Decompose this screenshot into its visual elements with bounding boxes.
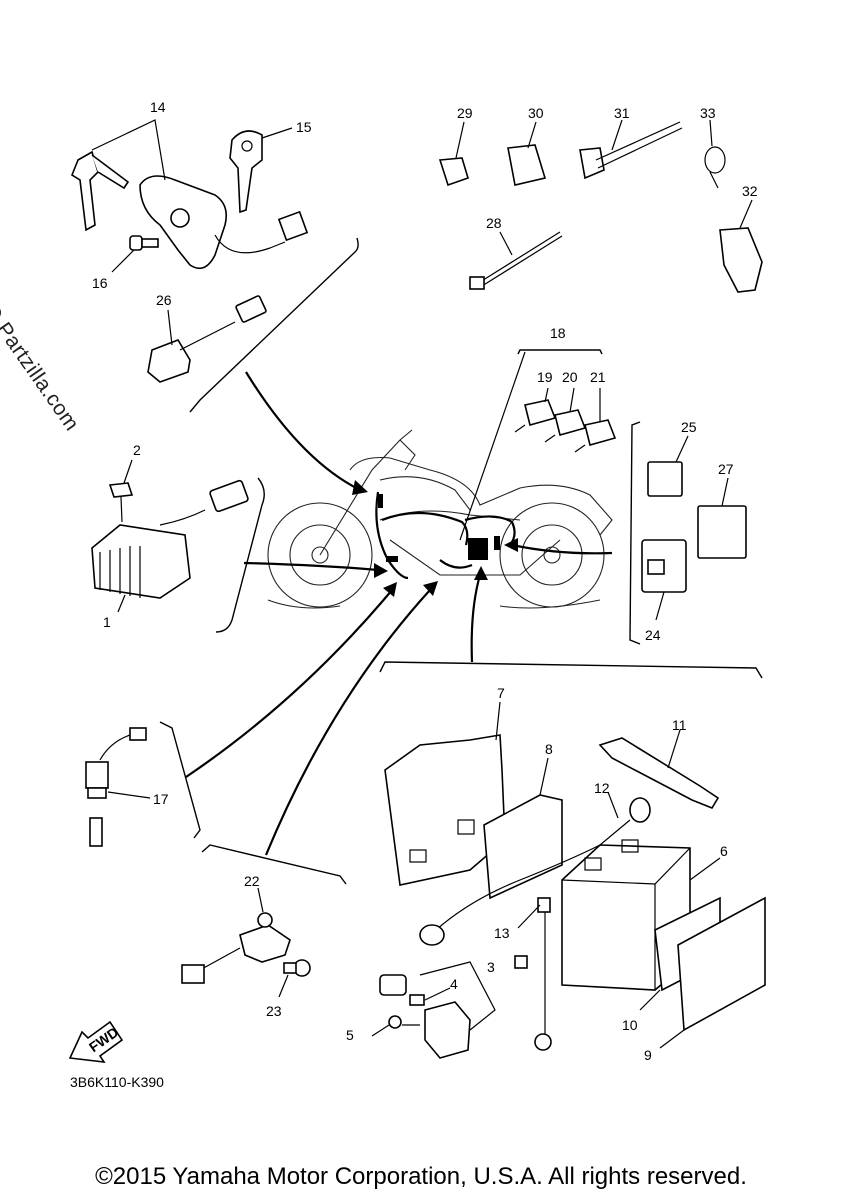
callout-3: 3	[487, 959, 495, 975]
sensor-17	[85, 727, 151, 847]
battery-box-7	[384, 701, 506, 886]
callout-13: 13	[494, 925, 510, 941]
relay-27	[697, 477, 747, 559]
callout-9: 9	[644, 1047, 652, 1063]
callout-10: 10	[622, 1017, 638, 1033]
callout-22: 22	[244, 873, 260, 889]
callout-12: 12	[594, 780, 610, 796]
callout-28: 28	[486, 215, 502, 231]
callout-11: 11	[672, 717, 687, 733]
starter-relay-3	[371, 961, 496, 1059]
fuse-set-18	[459, 351, 617, 541]
relay-25	[647, 435, 689, 497]
band-11	[598, 729, 720, 809]
callout-20: 20	[562, 369, 578, 385]
group-brackets	[159, 237, 763, 885]
switch-22	[181, 887, 291, 984]
holder-31	[579, 119, 683, 180]
callout-30: 30	[528, 105, 544, 121]
diagram-code: 3B6K110-K390	[70, 1074, 164, 1090]
callout-31: 31	[614, 105, 630, 121]
callout-18: 18	[550, 325, 566, 341]
screw-16	[111, 235, 159, 273]
callout-1: 1	[103, 614, 111, 630]
callout-27: 27	[718, 461, 734, 477]
relay-24	[641, 539, 687, 621]
callout-4: 4	[450, 976, 458, 992]
harness-block	[468, 538, 488, 560]
callout-2: 2	[133, 442, 141, 458]
callout-6: 6	[720, 843, 728, 859]
rectifier-1	[91, 479, 249, 613]
cover-8	[483, 757, 563, 900]
callout-23: 23	[266, 1003, 282, 1019]
callout-25: 25	[681, 419, 697, 435]
callout-21: 21	[590, 369, 606, 385]
lead-13	[514, 897, 552, 1051]
motorcycle-outline	[267, 429, 613, 609]
bolt-2	[108, 459, 134, 523]
clamp-32	[719, 199, 763, 293]
sensor-26	[147, 295, 267, 383]
tie-28	[469, 231, 563, 290]
callout-14: 14	[150, 99, 166, 115]
callout-32: 32	[742, 183, 758, 199]
callout-16: 16	[92, 275, 108, 291]
leader-lines	[185, 371, 613, 856]
holder-30	[507, 121, 547, 186]
pad-9	[659, 896, 766, 1049]
wire-harness	[375, 491, 516, 580]
callout-33: 33	[700, 105, 716, 121]
callout-17: 17	[153, 791, 169, 807]
callout-7: 7	[497, 685, 505, 701]
callout-8: 8	[545, 741, 553, 757]
clamp-29	[438, 121, 469, 187]
band-33	[704, 119, 726, 189]
callout-24: 24	[645, 627, 661, 643]
callout-26: 26	[156, 292, 172, 308]
main-switch-14	[71, 119, 309, 270]
key-15	[229, 127, 293, 214]
callout-labels: 1 2 3 4 5 6 7 8 9 10 11 12 13 14 15 16 1…	[92, 99, 758, 1063]
callout-5: 5	[346, 1027, 354, 1043]
screw-23	[278, 959, 311, 998]
callout-29: 29	[457, 105, 473, 121]
copyright-notice: ©2015 Yamaha Motor Corporation, U.S.A. A…	[95, 1163, 747, 1190]
lead-12	[419, 791, 651, 946]
fwd-arrow-icon: FWD	[68, 1020, 124, 1063]
callout-19: 19	[537, 369, 553, 385]
callout-15: 15	[296, 119, 312, 135]
